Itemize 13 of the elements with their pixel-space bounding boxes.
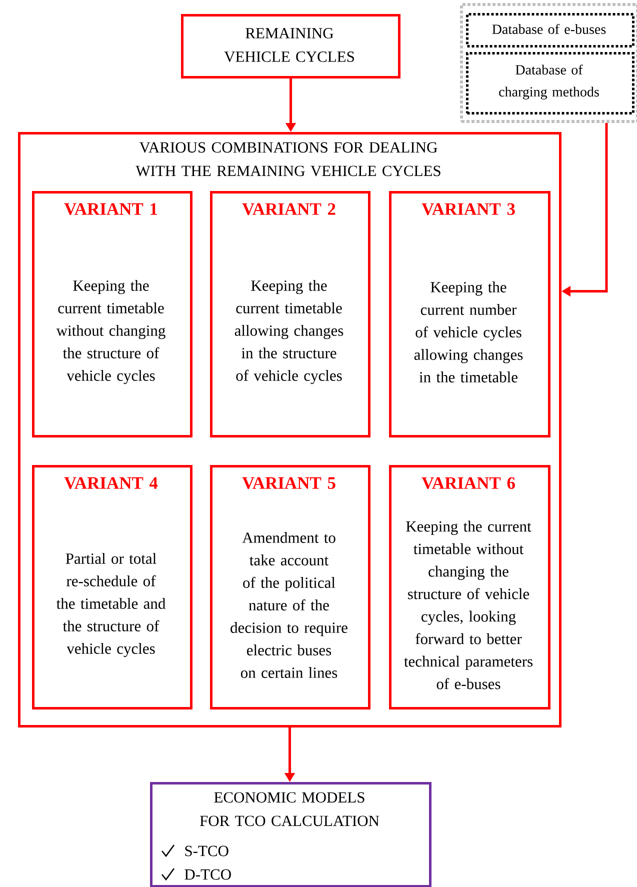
variant-box: VARIANT 1 Keeping the current timetable without changing the structure of vehicle cycles [32,191,192,438]
variant-box: VARIANT 5 Amendment to take account of the political nature of the decision to require electric buses on certain lines [210,465,370,710]
variant-box: VARIANT 2 Keeping the current timetable allowing changes in the structure of vehicle cycles [210,191,370,438]
variant-box: VARIANT 3 Keeping the current number of vehicle cycles allowing changes in the timetable [389,191,550,438]
database-box: Database of e-buses [466,13,634,48]
model-box: ECONOMIC MODELS FOR TCO CALCULATION S-TCO D-TCO [150,782,432,887]
process-box: REMAINING VEHICLE CYCLES [181,14,400,78]
list-item: D-TCO [184,869,231,880]
variant-box: VARIANT 6 Keeping the current timetable without changing the structure of vehicle cycles, looking forward to better technical parameters of e-buses [389,465,550,710]
database-box: Database of charging methods [466,52,634,114]
variant-box: VARIANT 4 Partial or total re-schedule of the timetable and the structure of vehicle cycles [32,465,192,710]
list-item: S-TCO [185,846,228,856]
database-group [460,3,637,123]
